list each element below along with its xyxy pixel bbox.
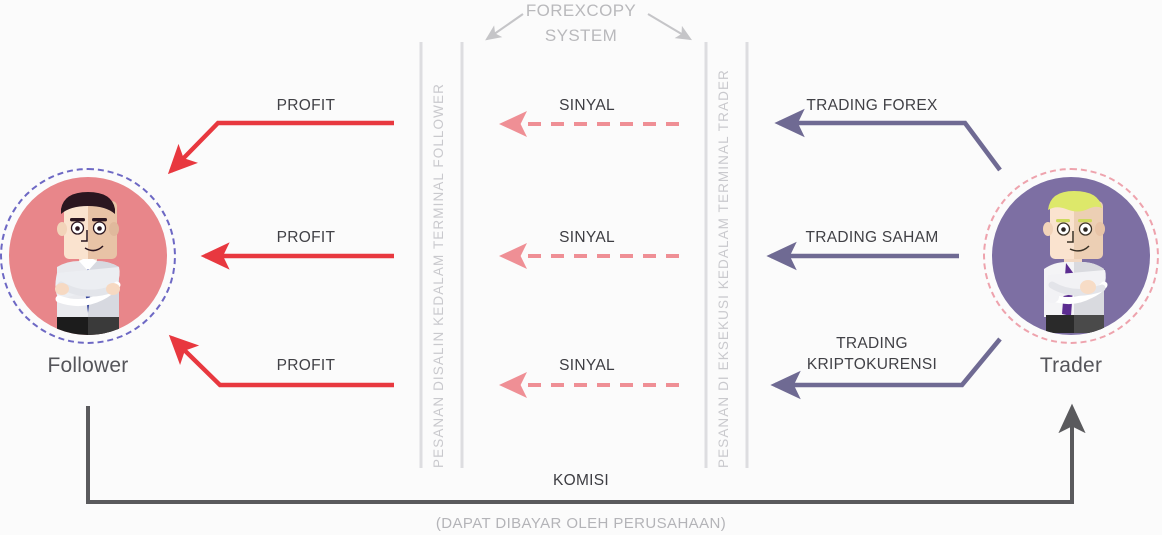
follower-ring bbox=[0, 168, 176, 344]
profit-label-1: PROFIT bbox=[276, 97, 336, 114]
follower-name: Follower bbox=[47, 354, 129, 377]
komisi-note: (DAPAT DIBAYAR OLEH PERUSAHAAN) bbox=[435, 515, 727, 532]
trading-forex-label: TRADING FOREX bbox=[806, 97, 938, 114]
system-title-line2: SYSTEM bbox=[544, 26, 618, 45]
divider-label-trader: PESANAN DI EKSEKUSI KEDALAM TERMINAL TRA… bbox=[716, 69, 731, 468]
komisi-arrow bbox=[86, 403, 1086, 504]
system-title: FOREXCOPY SYSTEM bbox=[0, 0, 1162, 48]
trader-ring bbox=[983, 168, 1159, 344]
trading-saham-label: TRADING SAHAM bbox=[805, 229, 939, 246]
sinyal-label-1: SINYAL bbox=[559, 97, 615, 114]
divider-label-follower: PESANAN DISALIN KEDALAM TERMINAL FOLLOWE… bbox=[431, 83, 446, 468]
system-arrow-to-follower-side bbox=[485, 13, 524, 41]
trading-kripto-arrow bbox=[770, 337, 1002, 400]
profit-arrow-3 bbox=[168, 334, 394, 388]
profit-label-3: PROFIT bbox=[276, 357, 336, 374]
system-arrow-to-trader-side bbox=[647, 13, 692, 41]
trader-name: Trader bbox=[1039, 354, 1103, 377]
trading-forex-arrow bbox=[774, 108, 1002, 172]
profit-label-2: PROFIT bbox=[276, 229, 336, 246]
komisi-label: KOMISI bbox=[552, 472, 610, 489]
profit-arrow-1 bbox=[167, 120, 394, 175]
sinyal-label-3: SINYAL bbox=[559, 357, 615, 374]
trading-kripto-label: TRADING KRIPTOKURENSI bbox=[806, 335, 938, 373]
sinyal-label-2: SINYAL bbox=[559, 229, 615, 246]
system-title-line1: FOREXCOPY bbox=[525, 1, 637, 20]
